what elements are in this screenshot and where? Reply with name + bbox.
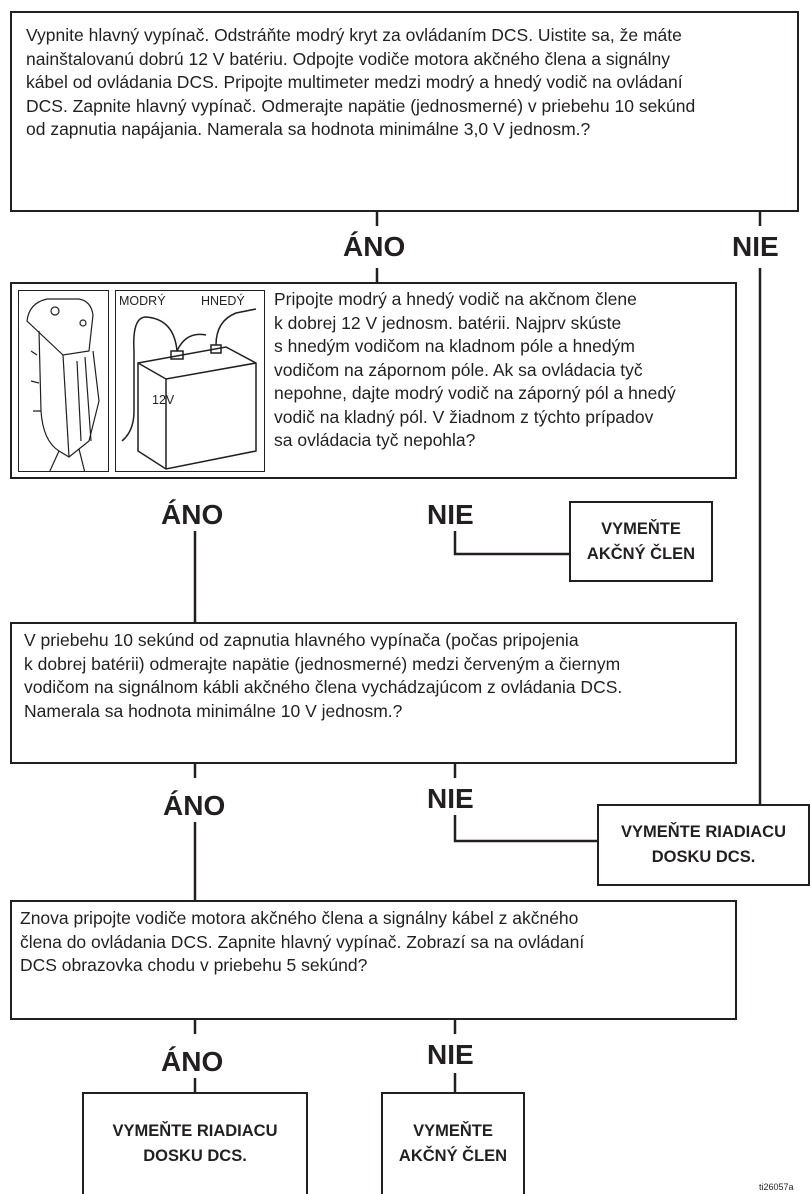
action-replace-actuator-1: VYMEŇTE AKČNÝ ČLEN xyxy=(569,501,713,582)
yes-label-2: ÁNO xyxy=(161,499,224,530)
action-replace-board-2: VYMEŇTE RIADIACU DOSKU DCS. xyxy=(82,1092,308,1194)
question-box-4: Znova pripojte vodiče motora akčného čle… xyxy=(10,900,737,1020)
action-replace-board-2-text: VYMEŇTE RIADIACU DOSKU DCS. xyxy=(112,1122,278,1165)
action-replace-actuator-2-text: VYMEŇTE AKČNÝ ČLEN xyxy=(398,1122,508,1165)
actuator-illustration xyxy=(18,290,109,472)
connector-q3-no xyxy=(453,815,597,843)
actuator-drawing xyxy=(26,298,100,471)
no-label-1: NIE xyxy=(732,231,779,262)
wire-label-brown: HNEDÝ xyxy=(201,294,245,308)
action-replace-actuator-1-text: VYMEŇTE AKČNÝ ČLEN xyxy=(586,519,696,563)
no-label-4: NIE xyxy=(427,1039,474,1070)
yes-label-1: ÁNO xyxy=(343,231,406,262)
no-label-2: NIE xyxy=(427,499,474,530)
question-4-text: Znova pripojte vodiče motora akčného čle… xyxy=(20,908,585,975)
action-replace-actuator-2: VYMEŇTE AKČNÝ ČLEN xyxy=(381,1092,525,1194)
battery-wiring-illustration: MODRÝ HNEDÝ 12V xyxy=(115,290,265,472)
question-1-text: Vypnite hlavný vypínač. Odstráňte modrý … xyxy=(26,25,696,139)
question-box-1: Vypnite hlavný vypínač. Odstráňte modrý … xyxy=(10,11,799,212)
question-box-3: V priebehu 10 sekúnd od zapnutia hlavnéh… xyxy=(10,622,737,764)
battery-drawing xyxy=(121,308,257,470)
battery-voltage-label: 12V xyxy=(152,393,175,407)
wire-label-blue: MODRÝ xyxy=(119,294,166,308)
yes-label-3: ÁNO xyxy=(163,790,226,821)
question-2-text: Pripojte modrý a hnedý vodič na akčnom č… xyxy=(274,289,676,450)
action-replace-board-1: VYMEŇTE RIADIACU DOSKU DCS. xyxy=(597,804,810,886)
connector-q2-no xyxy=(453,531,569,556)
no-label-3: NIE xyxy=(427,783,474,814)
yes-label-4: ÁNO xyxy=(161,1046,224,1077)
question-3-text: V priebehu 10 sekúnd od zapnutia hlavnéh… xyxy=(24,630,623,721)
figure-id: ti26057a xyxy=(759,1182,794,1192)
action-replace-board-1-text: VYMEŇTE RIADIACU DOSKU DCS. xyxy=(620,823,786,866)
question-box-2: MODRÝ HNEDÝ 12V Pripojte modrý a hnedý v… xyxy=(10,282,737,479)
